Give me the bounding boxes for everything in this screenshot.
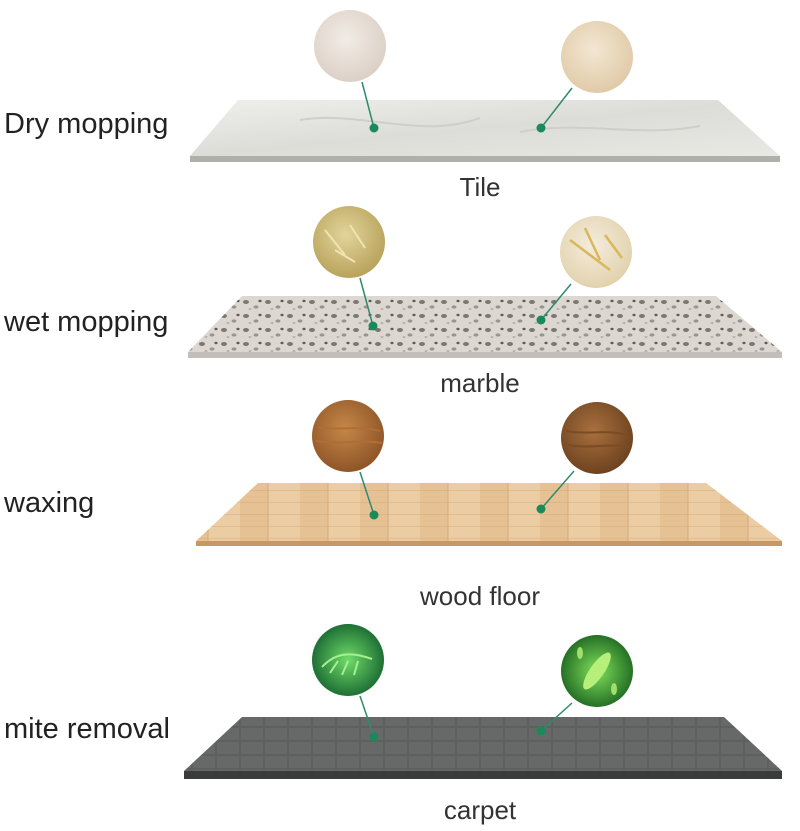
wood-floor-edge bbox=[196, 541, 782, 546]
carpet-pointer-right bbox=[540, 702, 573, 732]
wood-dot-right bbox=[536, 504, 546, 514]
wood-swatch-left bbox=[312, 400, 384, 472]
tile-dot-left bbox=[369, 123, 379, 133]
wood-dot-left bbox=[369, 510, 379, 520]
mode-label-mite-removal: mite removal bbox=[4, 713, 170, 745]
marble-dot-right bbox=[536, 315, 546, 325]
floor-label-wood-floor: wood floor bbox=[420, 581, 540, 611]
tile-floor-edge bbox=[190, 156, 780, 162]
tile-swatch-left bbox=[314, 10, 386, 82]
carpet-pointer-left bbox=[359, 695, 375, 738]
marble-illustration bbox=[188, 206, 782, 358]
section-wood: waxing wood floor bbox=[0, 395, 800, 620]
mode-label-waxing: waxing bbox=[4, 487, 95, 519]
carpet-floor-slab bbox=[184, 717, 782, 771]
tile-pointer-right bbox=[540, 87, 573, 129]
wood-pointer-right bbox=[540, 470, 575, 510]
carpet-illustration bbox=[184, 624, 782, 779]
carpet-floor-edge bbox=[184, 771, 782, 779]
wood-swatch-right bbox=[561, 402, 633, 474]
marble-pointer-right bbox=[540, 283, 572, 321]
wood-floor-slab bbox=[196, 483, 782, 541]
tile-floor-slab bbox=[190, 100, 780, 156]
tile-illustration bbox=[190, 10, 780, 162]
carpet-swatch-left bbox=[312, 624, 384, 696]
marble-floor-edge bbox=[188, 352, 782, 358]
section-tile: Dry mopping Tile bbox=[0, 0, 800, 202]
floor-label-carpet: carpet bbox=[443, 795, 517, 825]
section-carpet: mite removal carpet bbox=[0, 615, 800, 831]
marble-dot-left bbox=[368, 321, 378, 331]
tile-pointer-left bbox=[361, 81, 375, 129]
wood-pointer-left bbox=[359, 471, 375, 516]
tile-swatch-right bbox=[561, 21, 633, 93]
mode-label-wet-mopping: wet mopping bbox=[4, 306, 169, 338]
marble-floor-slab bbox=[188, 296, 782, 352]
marble-pointer-left bbox=[359, 277, 374, 327]
carpet-dot-right bbox=[536, 726, 546, 736]
floor-label-tile: Tile bbox=[459, 172, 501, 202]
section-marble: wet mopping marble bbox=[0, 200, 800, 400]
tile-dot-right bbox=[536, 123, 546, 133]
marble-swatch-left bbox=[313, 206, 385, 278]
carpet-dot-left bbox=[369, 732, 379, 742]
mode-label-dry-mopping: Dry mopping bbox=[4, 108, 169, 140]
floor-label-marble: marble bbox=[440, 368, 520, 398]
wood-illustration bbox=[196, 400, 782, 546]
